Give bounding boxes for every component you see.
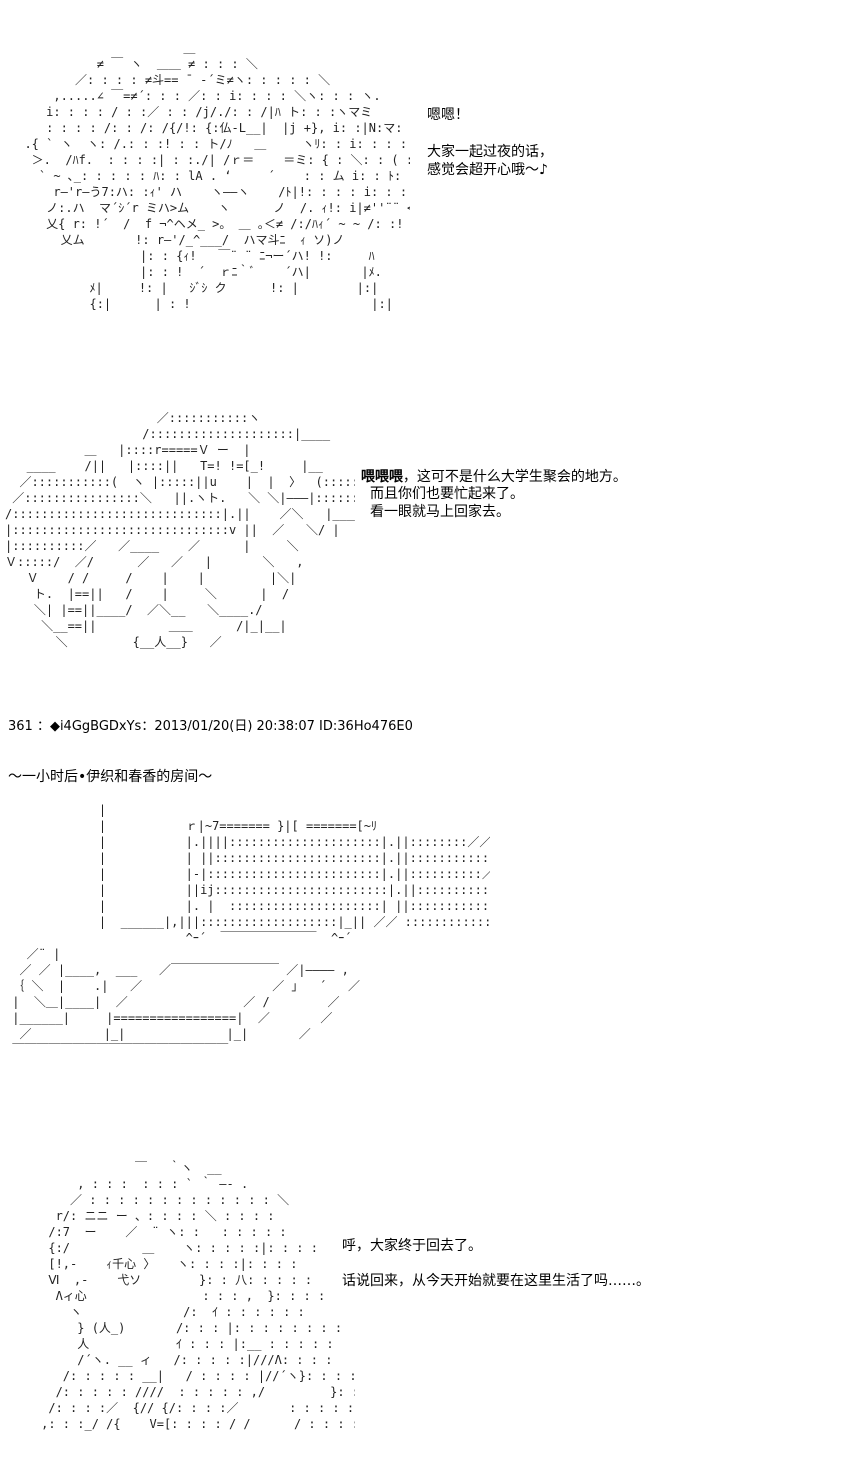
ascii-art-character-1: ＿ ≠ ￣ ヽ ＿＿ ≠ : : : ＼ ／: : : : ≠斗== ¯ -´ミ… bbox=[24, 41, 410, 311]
dialogue-line: 呼，大家终于回去了。 bbox=[342, 1238, 482, 1254]
dialogue-line: 而且你们也要忙起来了。 bbox=[370, 486, 524, 502]
ascii-art-character-3: ￣ ｀ヽ __ , : : : : : : ` ｀ ―- . ／ : : : :… bbox=[41, 1161, 355, 1431]
dialogue-line: 大家一起过夜的话， bbox=[427, 144, 553, 160]
dialogue-text: ，这可不是什么大学生聚会的地方。 bbox=[402, 469, 627, 485]
dialogue-line: 看一眼就马上回家去。 bbox=[370, 504, 510, 520]
scene-title: ～一小时后•伊织和春香的房间～ bbox=[8, 769, 213, 785]
ascii-art-character-2: ／:::::::::::ヽ /::::::::::::::::::::|____… bbox=[5, 411, 355, 649]
ascii-art-room: | | ｒ|~7======= }|[ =======[~ﾘ | |.||||:… bbox=[12, 803, 490, 1057]
dialogue-line: 喂喂喂，这可不是什么大学生聚会的地方。 bbox=[352, 450, 627, 486]
post-header: 361 ：◆i4GgBGDxYs：2013/01/20(日) 20:38:07 … bbox=[8, 719, 413, 734]
dialogue-emphasis: 喂喂喂 bbox=[360, 469, 403, 485]
dialogue-line: 嗯嗯！ bbox=[427, 107, 469, 123]
dialogue-line: 话说回来，从今天开始就要在这里生活了吗……。 bbox=[342, 1273, 650, 1289]
dialogue-line: 感觉会超开心哦～♪ bbox=[427, 162, 548, 178]
